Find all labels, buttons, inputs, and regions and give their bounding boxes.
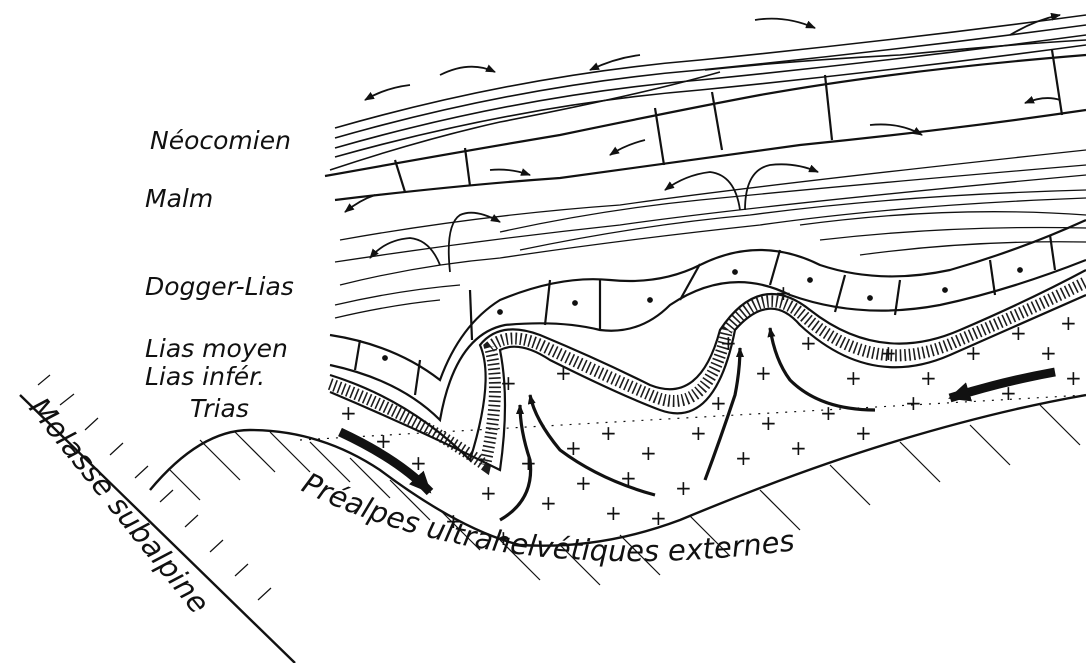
label-prealpes: Préalpes ultrahelvétiques externes (297, 466, 796, 568)
trias-layer: +++ +++ +++ +++ +++ +++ +++ +++ +++ +++ … (340, 281, 1082, 550)
svg-text:+: + (735, 446, 752, 470)
svg-text:+: + (1010, 321, 1027, 345)
label-neocomien: Néocomien (150, 128, 291, 153)
svg-text:+: + (480, 481, 497, 505)
arrow-right-2 (755, 19, 815, 28)
label-malm: Malm (145, 186, 213, 211)
svg-text:+: + (760, 411, 777, 435)
arrow-right-5 (490, 170, 530, 175)
arrow-right-1 (440, 67, 495, 75)
svg-text:+: + (920, 366, 937, 390)
svg-text:+: + (340, 401, 357, 425)
arrow-left-2 (590, 55, 640, 70)
svg-text:+: + (965, 341, 982, 365)
svg-text:+: + (600, 421, 617, 445)
svg-text:+: + (710, 391, 727, 415)
neocomien-layer (330, 15, 1086, 170)
arrow-left-1 (365, 85, 410, 100)
svg-text:+: + (675, 476, 692, 500)
svg-text:+: + (845, 366, 862, 390)
svg-text:+: + (775, 281, 792, 305)
svg-text:+: + (500, 371, 517, 395)
malm-dogger-lias-layer (335, 150, 1086, 318)
svg-text:+: + (755, 361, 772, 385)
label-lias-moyen: Lias moyen (145, 336, 288, 361)
label-dogger-lias: Dogger-Lias (145, 274, 294, 299)
svg-text:+: + (555, 361, 572, 385)
arrow-left-3 (1025, 98, 1060, 103)
svg-text:+: + (605, 501, 622, 525)
svg-text:+: + (790, 436, 807, 460)
label-molasse: Molasse subalpine (23, 391, 217, 620)
svg-text:+: + (690, 421, 707, 445)
svg-text:+: + (1065, 366, 1082, 390)
svg-text:+: + (855, 421, 872, 445)
svg-text:+: + (720, 331, 737, 355)
label-trias: Trias (190, 396, 249, 421)
svg-text:+: + (1060, 311, 1077, 335)
arrow-left-4 (610, 140, 645, 155)
svg-text:+: + (575, 471, 592, 495)
svg-text:+: + (640, 441, 657, 465)
svg-text:+: + (800, 331, 817, 355)
svg-text:+: + (540, 491, 557, 515)
svg-text:+: + (1040, 341, 1057, 365)
flow-arrows-small (345, 15, 1060, 272)
svg-text:+: + (905, 391, 922, 415)
label-lias-inferieur: Lias infér. (145, 364, 265, 389)
svg-text:+: + (880, 341, 897, 365)
massive-limestone-band (325, 50, 1086, 200)
